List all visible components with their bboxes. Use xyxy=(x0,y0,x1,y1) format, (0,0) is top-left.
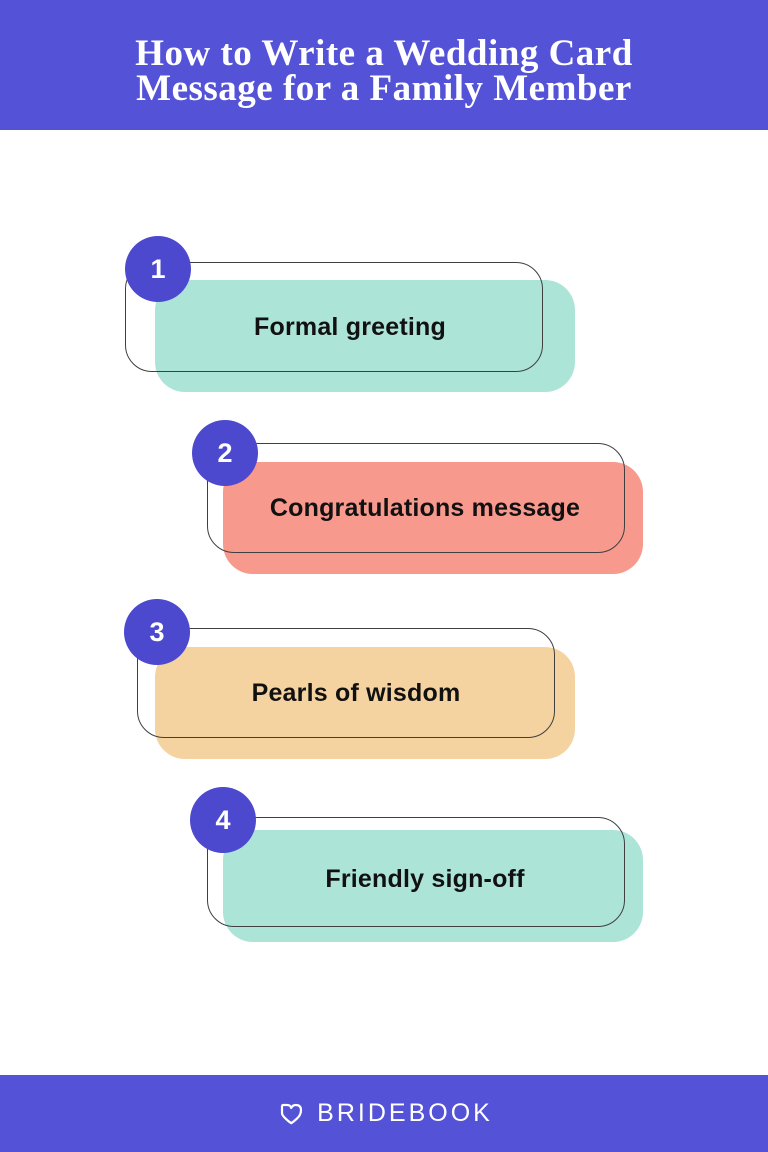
step-fill-box xyxy=(223,830,643,942)
step-label: Congratulations message xyxy=(269,493,581,522)
step-fill-box xyxy=(155,280,575,392)
page-title-line-1: How to Write a Wedding Card xyxy=(135,33,633,74)
step-number: 3 xyxy=(149,616,165,647)
step-label: Friendly sign-off xyxy=(325,865,525,893)
step-outline-box xyxy=(207,443,625,553)
step-number: 2 xyxy=(217,437,233,468)
header-banner: How to Write a Wedding Card Message for … xyxy=(0,0,768,130)
page-title-line-2: Message for a Family Member xyxy=(136,68,632,109)
step-outline-box xyxy=(207,817,625,927)
step-outline-box xyxy=(137,628,555,738)
step-number-badge: 1 xyxy=(125,236,191,302)
step-item-3: 3 Pearls of wisdom xyxy=(124,599,575,759)
step-number: 1 xyxy=(150,253,166,284)
step-label: Formal greeting xyxy=(254,312,446,341)
heart-icon xyxy=(275,1098,307,1130)
step-fill-box xyxy=(155,647,575,759)
brand-wordmark: BRIDEBOOK xyxy=(317,1099,493,1127)
step-number: 4 xyxy=(215,804,231,835)
step-item-1: 1 Formal greeting xyxy=(125,236,575,392)
step-outline-box xyxy=(125,262,543,372)
step-item-4: 4 Friendly sign-off xyxy=(190,787,643,942)
step-number-badge: 2 xyxy=(192,420,258,486)
footer-banner: BRIDEBOOK xyxy=(0,1075,768,1152)
step-number-badge: 4 xyxy=(190,787,256,853)
step-fill-box xyxy=(223,462,643,574)
step-number-badge: 3 xyxy=(124,599,190,665)
step-item-2: 2 Congratulations message xyxy=(192,420,643,574)
step-label: Pearls of wisdom xyxy=(251,678,461,707)
